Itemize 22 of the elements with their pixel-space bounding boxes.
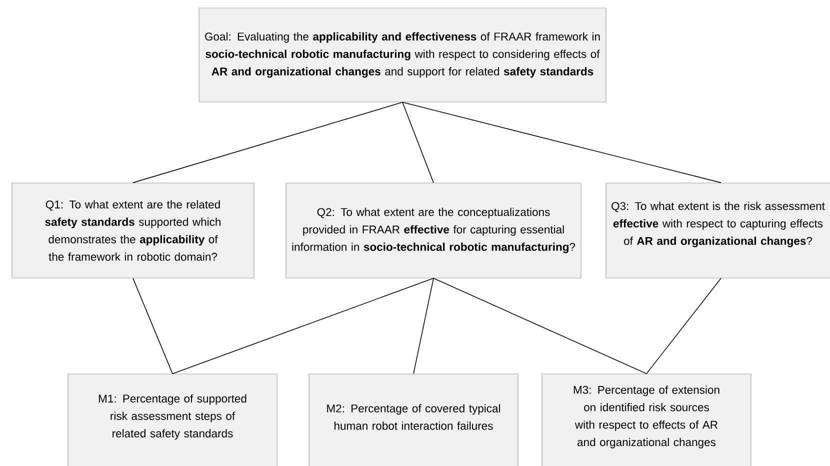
node-label: Goal: Evaluating the applicability and effectiveness of FRAAR framework in socio-technical robotic manufacturing with respect to considering effects of AR and organizational changes and support for related safety standards [205,32,600,78]
node-label: Q3: To what extent is the risk assessment effective with respect to capturing effects of AR and organizational changes? [612,202,825,248]
connector-line [413,278,434,374]
node-label: M1: Percentage of supported risk assessment steps of related safety standards [98,394,246,440]
node-label: Q2: To what extent are the conceptualizations provided in FRAAR effective for capturing essential information in socio-technical robotic manufacturing? [292,208,576,254]
question-box [606,182,830,278]
node-label: Q1: To what extent are the related safety standards supported which demonstrates the applicability of the framework in robotic domain? [45,200,220,261]
question-box [12,182,254,278]
metric-box [308,374,518,466]
metric-box [68,374,278,466]
node-label: M3: Percentage of extension on identified risk sources with respect to effects of AR and organizational changes [574,386,720,448]
connector-line [433,278,647,374]
connector-line [402,102,722,184]
connector-line [132,102,403,184]
node-label: M2: Percentage of covered typical human robot interaction failures [327,404,500,430]
question-box [286,182,582,278]
goal-box [198,8,606,102]
connector-line [172,278,434,374]
connector-line [402,102,434,184]
connector-line [132,278,173,374]
connector-line [646,278,722,374]
metric-box [542,374,752,466]
